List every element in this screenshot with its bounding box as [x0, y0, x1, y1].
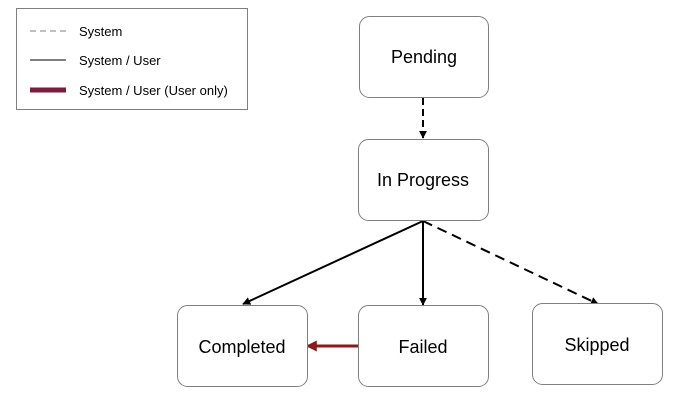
state-label: Pending — [391, 47, 457, 67]
legend-label-system: System — [79, 24, 122, 39]
legend: System System / User System / User (User… — [16, 8, 248, 110]
state-label: In Progress — [377, 170, 469, 190]
state-label: Skipped — [564, 335, 629, 355]
state-pending: Pending — [359, 16, 489, 98]
state-box — [358, 139, 489, 221]
state-in-progress: In Progress — [358, 139, 489, 221]
edge-in-progress-to-completed — [242, 220, 424, 305]
state-completed: Completed — [177, 305, 308, 387]
legend-label-system-user: System / User — [79, 53, 161, 68]
state-box — [177, 305, 308, 387]
state-box — [358, 305, 489, 387]
state-label: Failed — [398, 337, 447, 357]
legend-box — [16, 8, 248, 110]
state-skipped: Skipped — [532, 303, 663, 385]
state-box — [359, 16, 489, 98]
edge-in-progress-to-skipped — [422, 220, 599, 305]
state-box — [532, 303, 663, 385]
legend-label-user-only: System / User (User only) — [79, 83, 228, 98]
state-failed: Failed — [358, 305, 489, 387]
transitions — [242, 98, 599, 352]
state-label: Completed — [198, 337, 285, 357]
